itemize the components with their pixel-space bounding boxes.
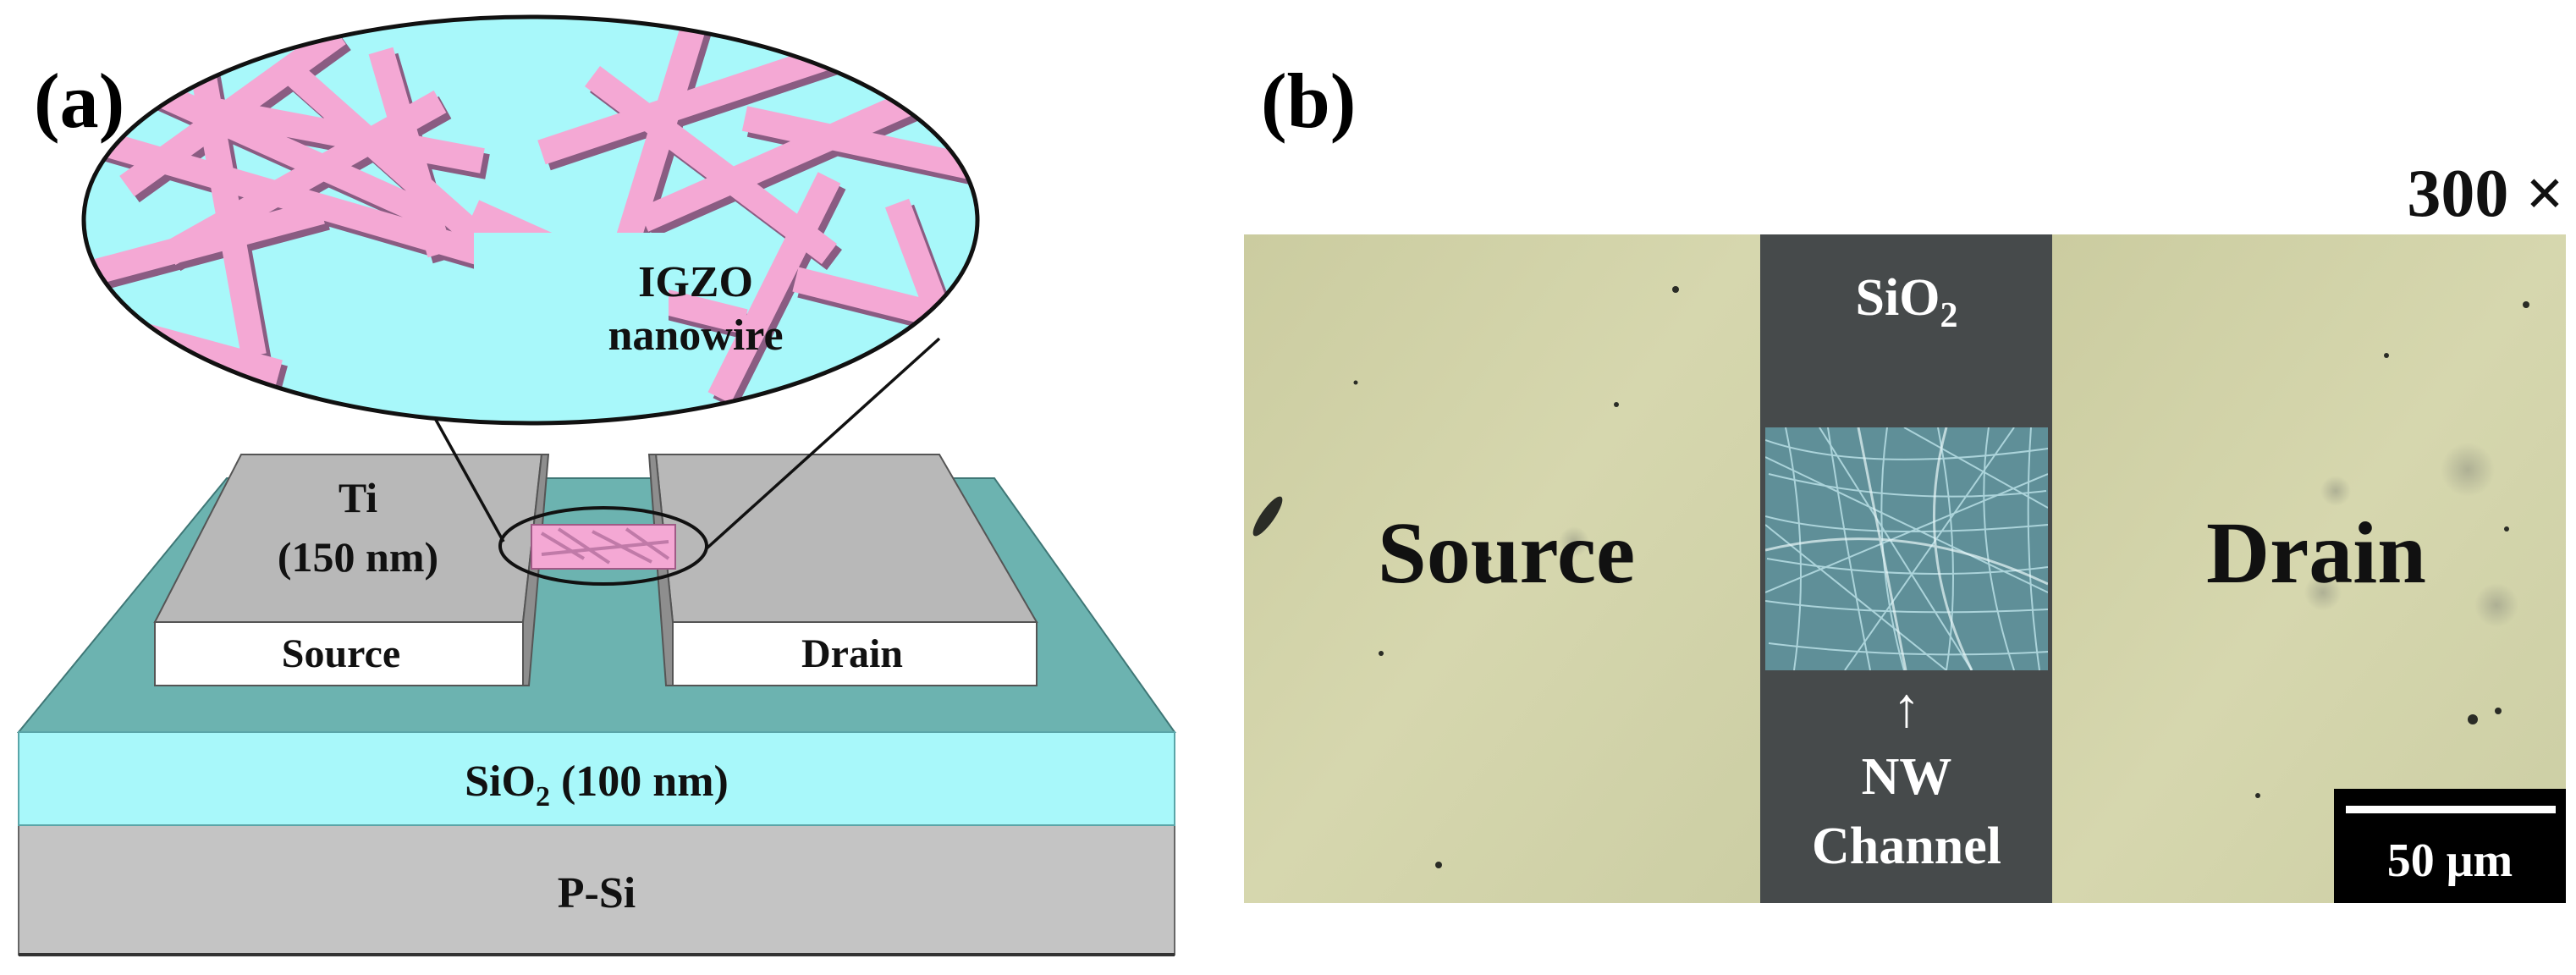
micrograph-source-label: Source <box>1378 504 1635 602</box>
schematic-drain-label: Drain <box>801 631 903 676</box>
oxide-front-face <box>18 731 1175 826</box>
electrode-thickness-label: (150 nm) <box>278 533 438 581</box>
schematic-source-label: Source <box>282 631 400 676</box>
micrograph-specks <box>1252 286 2529 868</box>
substrate-block <box>18 824 1175 956</box>
panel-a: (a) <box>16 14 1176 956</box>
micrograph-blotches <box>1559 443 2518 887</box>
source-front-face <box>154 621 524 686</box>
drain-front-face <box>672 621 1038 686</box>
channel-label-channel: Channel <box>1812 818 2001 875</box>
scale-bar-label: 50 μm <box>2387 835 2513 887</box>
channel-highlight-ellipse <box>498 506 708 586</box>
zoom-label-nanowire: nanowire <box>608 311 783 360</box>
channel-label-nw: NW <box>1862 748 1952 806</box>
source-electrode <box>153 454 550 686</box>
nanowire-channel <box>1765 427 2048 670</box>
oxide-layer-label: SiO2 (100 nm) <box>465 757 729 812</box>
panel-a-label: (a) <box>34 58 124 144</box>
micrograph-drain-label: Drain <box>2206 504 2426 602</box>
micrograph-oxide-label: SiO2 <box>1856 269 1958 335</box>
source-side-face <box>522 454 550 686</box>
nanowire-zoom-view <box>81 14 980 426</box>
channel-nanowire-patch <box>531 524 676 570</box>
magnification-label: 300 × <box>2407 157 2564 231</box>
panel-b: (b) 300 × <box>1244 58 2566 903</box>
zoom-connector-right <box>705 337 941 550</box>
drain-electrode <box>647 454 1038 686</box>
source-pad <box>1244 234 1760 903</box>
nanowire-network <box>84 21 977 423</box>
scale-bar: 50 μm <box>2334 789 2566 903</box>
panel-b-label: (b) <box>1261 58 1356 144</box>
zoom-label-igzo: IGZO <box>638 258 753 306</box>
substrate-label: P-Si <box>558 869 636 917</box>
channel-arrow: ↑ <box>1893 677 1921 739</box>
micrograph: Source Drain SiO2 ↑ NW Channel 50 μm <box>1244 234 2566 903</box>
electrode-material-label: Ti <box>339 474 377 521</box>
